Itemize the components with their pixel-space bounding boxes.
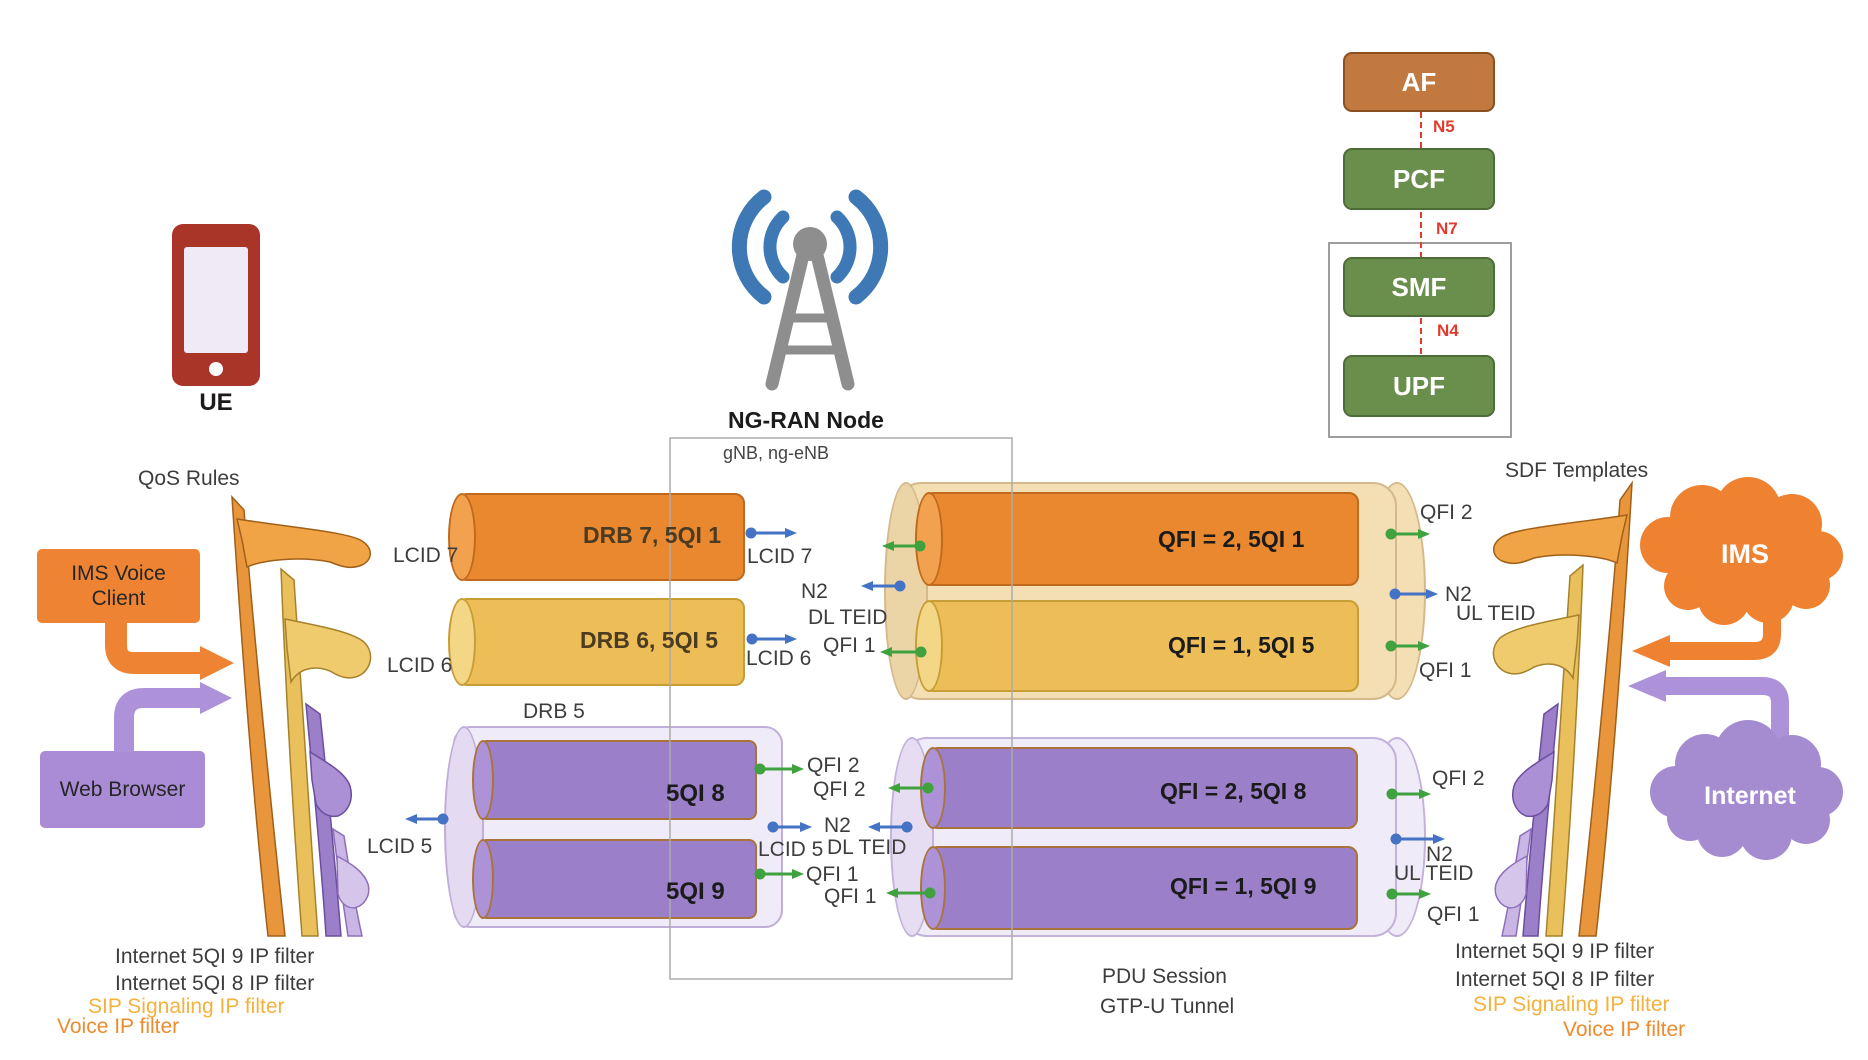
drb7-cylinder-cap <box>448 493 476 581</box>
ue-phone-icon <box>172 224 260 386</box>
af-box: AF <box>1343 52 1495 112</box>
internet-downlink-flow-arrow <box>1628 670 1789 744</box>
uu-upper-qfi1-label: QFI 1 <box>823 634 876 657</box>
uu-upper-dl-teid-label: DL TEID <box>808 606 888 629</box>
n3-lower-n2-label: N2 <box>1426 843 1453 866</box>
drb6-label: DRB 6, 5QI 5 <box>580 627 719 653</box>
web-browser-box: Web Browser <box>40 751 205 828</box>
pcf-box: PCF <box>1343 148 1495 210</box>
uu-lower-n2-label: N2 <box>824 814 851 837</box>
ims-cloud-label: IMS <box>1720 539 1769 569</box>
ims-voice-client-box: IMS Voice Client <box>37 549 200 623</box>
n7-reference-point: N7 <box>1436 219 1458 238</box>
qos-flow-qfi1-5qi5-cap <box>915 600 943 692</box>
left-filter-internet-5qi9: Internet 5QI 9 IP filter <box>115 945 315 968</box>
uu-lower-qfi1-in-label: QFI 1 <box>824 885 877 908</box>
upf-label: UPF <box>1393 370 1445 401</box>
smf-box: SMF <box>1343 257 1495 317</box>
internet-cloud-label: Internet <box>1704 782 1796 810</box>
n3-lower-ul-teid-label: UL TEID <box>1394 862 1474 885</box>
drb5-qi8-cap <box>472 740 494 820</box>
n3-lower-qfi2-label: QFI 2 <box>1432 767 1485 790</box>
sdf-templates-label: SDF Templates <box>1505 459 1649 482</box>
drb7-label: DRB 7, 5QI 1 <box>583 522 722 548</box>
web-browser-flow-arrow <box>114 682 232 752</box>
flow-qfi1-5qi9-label: QFI = 1, 5QI 9 <box>1170 873 1317 899</box>
upf-box: UPF <box>1343 355 1495 417</box>
n3-upper-qfi1-label: QFI 1 <box>1419 659 1472 682</box>
qos-flow-qfi1-5qi9-cap <box>920 846 946 930</box>
uu-upper-n2-label: N2 <box>801 580 828 603</box>
pdu-session-caption-line2: GTP-U Tunnel <box>1100 995 1235 1018</box>
left-filter-sip-signaling: SIP Signaling IP filter <box>88 995 285 1018</box>
web-browser-label: Web Browser <box>59 777 186 801</box>
gnb-ngenb-label: gNB, ng-eNB <box>723 443 830 463</box>
n4-reference-point: N4 <box>1437 321 1459 340</box>
drb6-cylinder-cap <box>448 598 476 686</box>
n3-lower-qfi1-label: QFI 1 <box>1427 903 1480 926</box>
qos-rules-label: QoS Rules <box>138 467 240 490</box>
flow-qfi2-5qi8-label: QFI = 2, 5QI 8 <box>1160 778 1307 804</box>
n3-upper-n2-label: N2 <box>1445 583 1472 606</box>
left-filter-voice: Voice IP filter <box>57 1015 180 1038</box>
flow-qfi1-5qi5-label: QFI = 1, 5QI 5 <box>1168 632 1315 658</box>
pdu-session-caption-line1: PDU Session <box>1102 965 1227 988</box>
qos-flow-qfi2-5qi1-cap <box>915 492 943 586</box>
ims-downlink-flow-arrow <box>1632 598 1781 667</box>
antenna-icon <box>731 189 889 391</box>
qos-flow-qfi2-5qi8-cap <box>920 747 946 829</box>
right-filter-internet-5qi8: Internet 5QI 8 IP filter <box>1455 968 1655 991</box>
left-filter-internet-5qi8: Internet 5QI 8 IP filter <box>115 972 315 995</box>
ue-label: UE <box>199 389 233 416</box>
right-filter-sip-signaling: SIP Signaling IP filter <box>1473 993 1670 1016</box>
drb5-qi8-label: 5QI 8 <box>666 780 725 807</box>
uu-lower-qfi1-out-label: QFI 1 <box>806 863 859 886</box>
ims-voice-client-label: IMS Voice Client <box>71 561 166 610</box>
lcid6-right-label: LCID 6 <box>746 647 812 670</box>
ims-voice-flow-arrow <box>105 622 234 680</box>
n3-upper-qfi2-label: QFI 2 <box>1420 501 1473 524</box>
n3-upper-ul-teid-label: UL TEID <box>1456 602 1536 625</box>
n5-reference-point: N5 <box>1433 117 1455 136</box>
uu-lower-qfi2-in-label: QFI 2 <box>813 778 866 801</box>
sdf-template-funnels <box>1492 480 1633 937</box>
smf-label: SMF <box>1391 271 1447 302</box>
drb5-label: DRB 5 <box>523 700 585 723</box>
lcid5-right-label: LCID 5 <box>758 838 824 861</box>
right-filter-internet-5qi9: Internet 5QI 9 IP filter <box>1455 940 1655 963</box>
qos-rules-funnels <box>231 494 372 937</box>
af-label: AF <box>1401 66 1437 97</box>
drb5-qi9-label: 5QI 9 <box>666 878 725 905</box>
pcf-label: PCF <box>1393 163 1445 194</box>
lcid7-right-label: LCID 7 <box>747 545 813 568</box>
uu-lower-dl-teid-label: DL TEID <box>827 836 907 859</box>
right-filter-voice: Voice IP filter <box>1563 1018 1686 1041</box>
drb5-qi9-cap <box>472 839 494 919</box>
uu-lower-qfi2-out-label: QFI 2 <box>807 754 860 777</box>
flow-qfi2-5qi1-label: QFI = 2, 5QI 1 <box>1158 526 1305 552</box>
lcid5-left-label: LCID 5 <box>367 835 433 858</box>
ngran-node-title: NG-RAN Node <box>728 407 884 433</box>
lcid7-left-label: LCID 7 <box>393 544 459 567</box>
lcid6-left-label: LCID 6 <box>387 654 453 677</box>
